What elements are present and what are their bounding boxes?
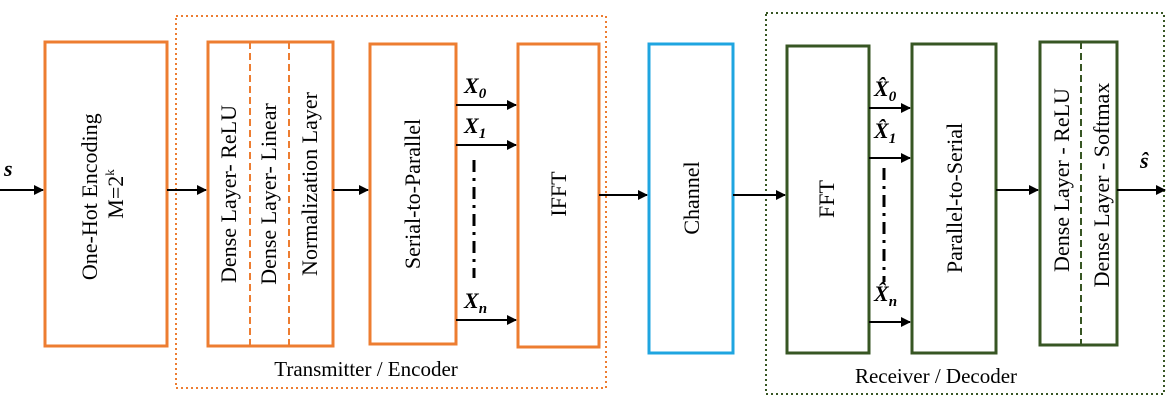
dense-linear-label: Dense Layer- Linear — [256, 103, 281, 285]
rx-dense-relu-label: Dense Layer - ReLU — [1049, 88, 1074, 272]
rx-stream-label-1: X̂1 — [873, 118, 896, 147]
transmitter-group-frame — [175, 15, 607, 389]
channel-label: Channel — [679, 161, 704, 234]
dense-stack-block — [206, 40, 335, 348]
rx-dense-softmax-label: Dense Layer - Softmax — [1089, 83, 1114, 288]
receiver-group-label: Receiver / Decoder — [855, 364, 1017, 388]
rx-stream-label-0: X̂0 — [873, 76, 897, 105]
parallel-to-serial-label: Parallel-to-Serial — [942, 123, 967, 273]
rx-dense-block — [1038, 40, 1119, 347]
fft-block — [785, 44, 871, 355]
tx-stream-label-0: X0 — [463, 73, 487, 102]
one-hot-block — [43, 40, 169, 348]
dense-relu-label: Dense Layer- ReLU — [216, 105, 241, 283]
fft-label: FFT — [814, 179, 839, 217]
parallel-to-serial-block — [910, 42, 998, 355]
input-symbol: s — [3, 156, 13, 181]
ifft-label: IFFT — [546, 171, 571, 217]
serial-to-parallel-label: Serial-to-Parallel — [400, 119, 425, 269]
tx-stream-label-n: Xn — [463, 288, 487, 317]
transmitter-group-label: Transmitter / Encoder — [274, 357, 458, 381]
channel-block — [647, 42, 735, 355]
rx-stream-label-n: X̂n — [873, 281, 897, 310]
tx-stream-label-1: X1 — [463, 113, 486, 142]
ifft-block — [516, 42, 601, 349]
serial-to-parallel-block — [368, 42, 458, 346]
normalization-label: Normalization Layer — [297, 91, 322, 276]
output-symbol: ŝ — [1139, 148, 1149, 173]
one-hot-label: One-Hot Encoding M=2k — [77, 108, 128, 280]
